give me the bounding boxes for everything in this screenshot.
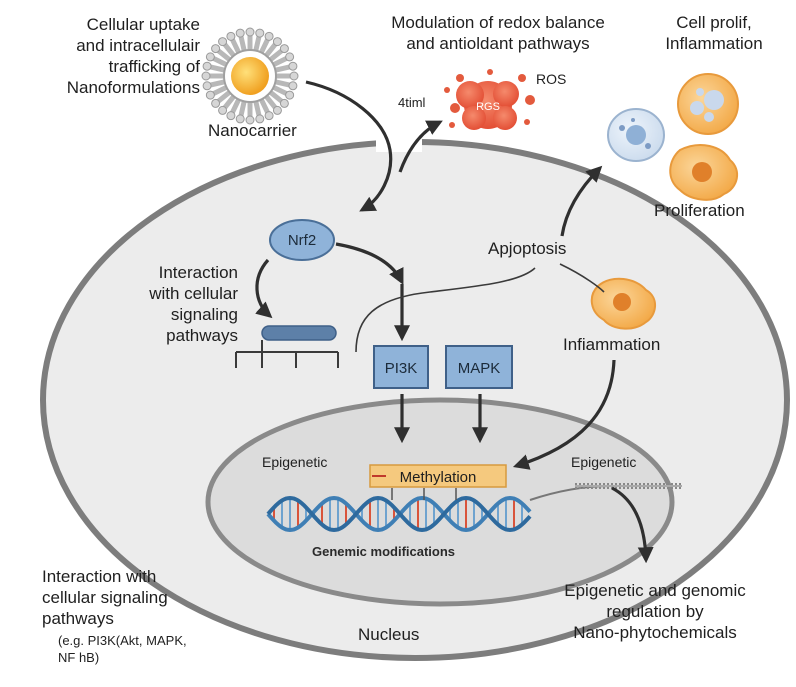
- cell-prolif-line-2: Inflammation: [665, 34, 763, 53]
- apoptosis-to-cells-arrow: [560, 165, 603, 237]
- interaction-bottom-line-3: pathways: [42, 609, 114, 628]
- modulation-line-1: Modulation of redox balance: [391, 13, 605, 32]
- epigenetic-right-label: Epigenetic: [571, 454, 637, 470]
- interaction-bottom-example-line-2: NF hB): [58, 650, 100, 665]
- blue-cell-icon: [607, 108, 665, 162]
- ros-cloud-icon: [444, 69, 535, 130]
- interaction-inner-label: Interaction with cellular signaling path…: [118, 262, 238, 346]
- inflamed-cell-icon: [677, 73, 739, 135]
- modulation-label: Modulation of redox balance and antiolda…: [380, 12, 616, 54]
- interaction-bottom-line-1: Interaction with: [42, 567, 157, 586]
- nanocarrier-label: Nanocarrier: [208, 121, 297, 140]
- modulation-line-2: and antioldant pathways: [406, 34, 590, 53]
- interaction-bottom-example: (e.g. PI3K(Akt, MAPK, NF hB): [58, 632, 187, 666]
- mapk-label: MAPK: [458, 360, 501, 377]
- chromatin-strand: [529, 483, 682, 501]
- cellular-uptake-line-2: and intracellulair: [76, 36, 200, 55]
- interaction-inner-line-1: Interaction: [158, 263, 238, 282]
- cellular-uptake-label: Cellular uptake and intracellulair traff…: [12, 14, 200, 98]
- uptake-arrow: [305, 80, 393, 212]
- mapk-node: [445, 345, 513, 389]
- cell-prolif-line-1: Cell prolif,: [676, 13, 752, 32]
- nrf2-to-pi3k-arrow: [335, 242, 404, 285]
- interaction-inner-line-4: pathways: [166, 326, 238, 345]
- nrf2-to-receptor-arrow: [255, 258, 273, 319]
- pi3k-node: [373, 345, 429, 389]
- nrf2-node: [269, 219, 335, 261]
- inflammation-to-methylation-arrow: [512, 359, 616, 470]
- ros-arrow: [398, 120, 443, 173]
- cellular-uptake-line-3: trafficking of: [108, 57, 200, 76]
- nanocarrier-icon: [201, 27, 299, 125]
- pathway-arrows: [255, 80, 654, 564]
- interaction-bottom-line-2: cellular signaling: [42, 588, 168, 607]
- cellular-uptake-line-1: Cellular uptake: [86, 15, 200, 34]
- apoptosis-label: Apjoptosis: [488, 239, 567, 258]
- epigenetic-regulation-line-1: Epigenetic and genomic: [564, 581, 746, 600]
- time-label: 4timl: [398, 95, 426, 110]
- methylation-label: Methylation: [400, 469, 477, 486]
- proliferation-label: Proliferation: [654, 201, 745, 220]
- rgs-label: RGS: [476, 101, 500, 113]
- interaction-bottom-label: Interaction with cellular signaling path…: [42, 566, 168, 629]
- connector-lines: [355, 263, 605, 353]
- interaction-inner-line-3: signaling: [170, 305, 238, 324]
- inflammation-cell-icon: [590, 277, 656, 330]
- genomic-modifications-label: Genemic modifications: [312, 544, 456, 559]
- to-regulation-arrow: [611, 486, 654, 564]
- interaction-bottom-example-line-1: (e.g. PI3K(Akt, MAPK,: [58, 633, 187, 648]
- epigenetic-regulation-label: Epigenetic and genomic regulation by Nan…: [550, 580, 760, 643]
- nrf2-label: Nrf2: [288, 232, 316, 249]
- epigenetic-regulation-line-2: regulation by: [606, 602, 704, 621]
- nucleus-label: Nucleus: [358, 625, 420, 644]
- interaction-inner-line-2: with cellular: [149, 284, 238, 303]
- inflammation-inner-label: Infiammation: [563, 335, 661, 354]
- cellular-uptake-line-4: Nanoformulations: [66, 78, 200, 97]
- dna-helix-icon: [266, 488, 532, 533]
- epigenetic-regulation-line-3: Nano-phytochemicals: [573, 623, 737, 642]
- proliferating-cell-icon: [669, 144, 739, 201]
- receptor-icon: [235, 325, 339, 368]
- epigenetic-left-label: Epigenetic: [262, 454, 328, 470]
- pi3k-label: PI3K: [385, 360, 418, 377]
- cell-prolif-label: Cell prolif, Inflammation: [654, 12, 774, 54]
- methylation-band: [369, 464, 507, 488]
- ros-label: ROS: [536, 71, 567, 87]
